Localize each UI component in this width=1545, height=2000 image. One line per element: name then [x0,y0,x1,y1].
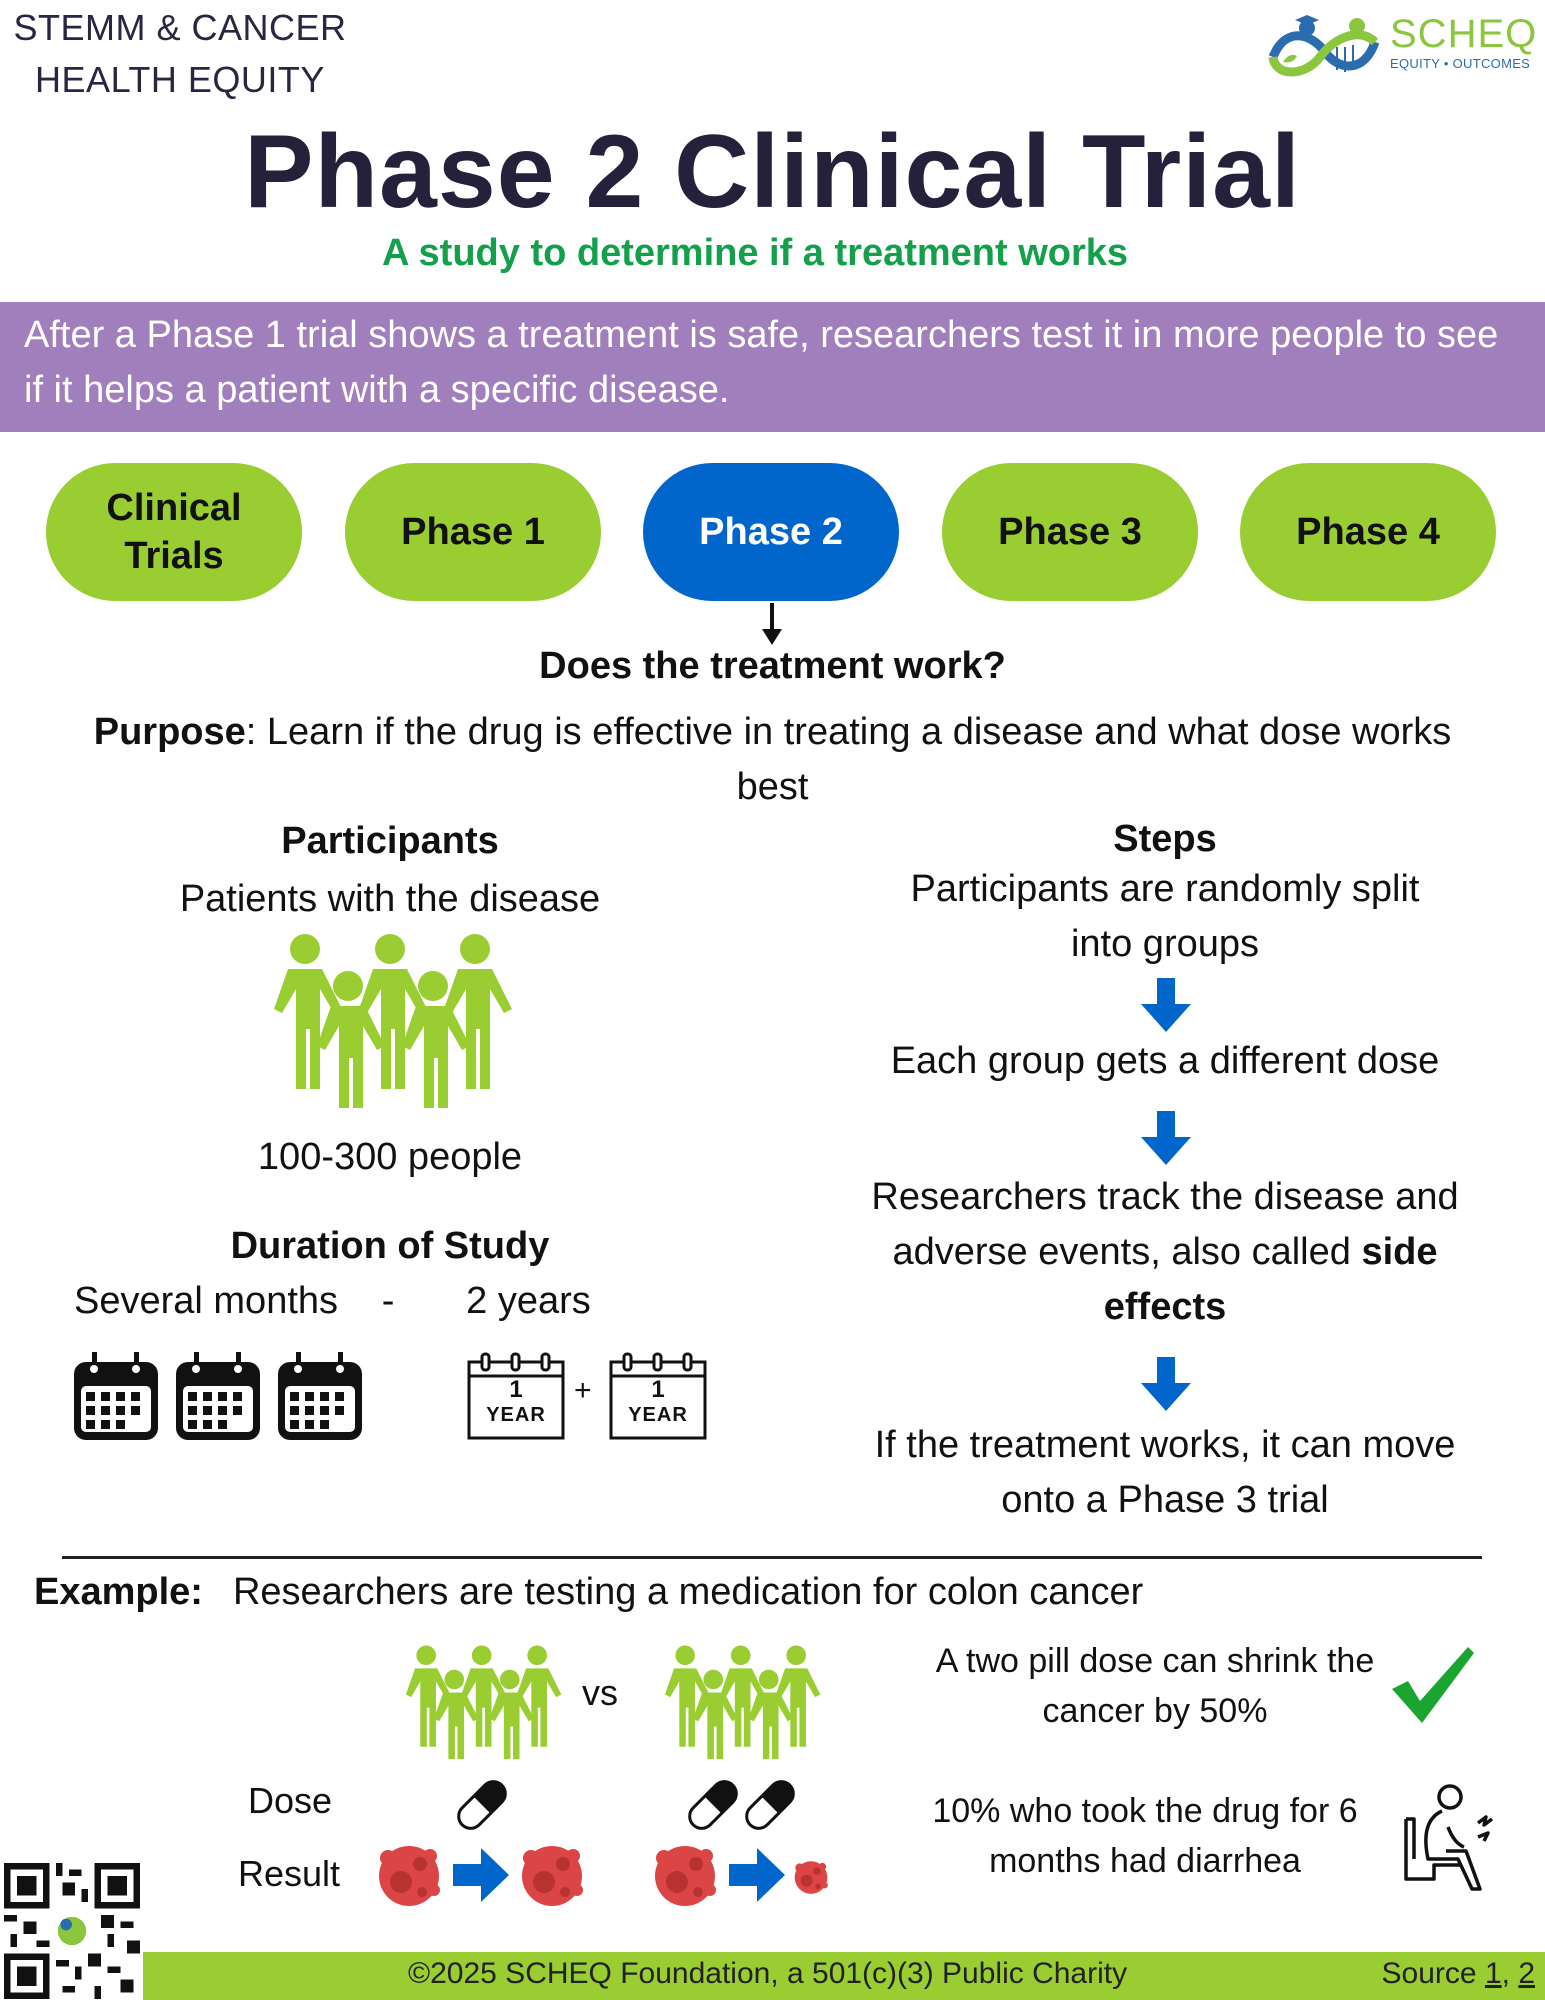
footer-copyright: ©2025 SCHEQ Foundation, a 501(c)(3) Publ… [408,1957,1128,1990]
intro-text: After a Phase 1 trial shows a treatment … [24,314,1499,411]
phase-pill-label: Phase 1 [401,511,545,553]
phase-pill-label: Clinical [106,487,242,529]
tumor-icon [655,1846,716,1906]
outcome-efficacy: A two pill dose can shrink the cancer by… [935,1642,1375,1730]
phase-pill-label-2: Trials [124,535,224,577]
year-badge-label: YEAR [486,1404,546,1426]
step-2: Each group gets a different dose [890,1040,1440,1082]
steps-heading: Steps [1113,818,1217,860]
key-question: Does the treatment work? [539,645,1006,687]
year-badge-number: 1 [651,1376,665,1403]
step-1: Participants are randomly split into gro… [910,868,1420,965]
duration-range: Several months - 2 years [74,1280,591,1323]
phase-pill-label: Phase 3 [998,511,1142,553]
result-arrow-icon [729,1848,785,1902]
group-2-people-icon [664,1645,821,1760]
example-label: Example: [34,1571,203,1613]
tumor-icon [379,1846,440,1906]
phase-pill-label: Phase 4 [1296,511,1440,553]
year-badge-label: YEAR [628,1404,688,1426]
duration-heading: Duration of Study [230,1225,550,1267]
phase-pill-label: Phase 2 [699,511,843,553]
scheq-logo: SCHEQ EQUITY • OUTCOMES [1265,12,1545,82]
org-name-line1: STEMM & CANCER [13,7,347,48]
source-link-1[interactable]: 1 [1484,1957,1502,1990]
step-3-text: Researchers track the disease and advers… [871,1176,1459,1273]
step-arrow-icon [1141,1357,1191,1411]
intro-banner: After a Phase 1 trial shows a treatment … [0,302,1545,432]
phase-pill-phase-2[interactable]: Phase 2 [643,463,899,601]
source-label: Source [1381,1957,1477,1990]
result-label: Result [238,1853,341,1894]
phase-pill-phase-1[interactable]: Phase 1 [345,463,601,601]
source-separator: , [1501,1957,1510,1990]
footer-sources: Source 1, 2 [1382,1957,1535,1991]
tumor-icon [522,1846,583,1906]
duration-separator: - [381,1280,395,1322]
pill-icon [745,1780,795,1830]
source-link-2[interactable]: 2 [1518,1957,1535,1990]
phase-pill-phase-3[interactable]: Phase 3 [942,463,1198,601]
example-statement: Example: Researchers are testing a medica… [34,1565,1143,1620]
calendar-icon [74,1352,158,1440]
page-title: Phase 2 Clinical Trial [244,114,1301,230]
calendar-icon [176,1352,260,1440]
footer-bar: ©2025 SCHEQ Foundation, a 501(c)(3) Publ… [143,1952,1545,2000]
calendar-icon [278,1352,362,1440]
purpose-text: : Learn if the drug is effective in trea… [245,711,1452,808]
down-arrow-icon [762,603,782,645]
result-arrow-icon [453,1848,509,1902]
one-year-calendar-icon: 1 YEAR [608,1352,708,1442]
page-subtitle: A study to determine if a treatment work… [381,232,1129,274]
participants-description: Patients with the disease [179,878,601,920]
example-text: Researchers are testing a medication for… [232,1571,1144,1613]
step-arrow-icon [1141,978,1191,1032]
pill-icon [688,1780,738,1830]
section-divider [62,1556,1482,1559]
group-1-people-icon [405,1645,562,1760]
small-tumor-icon [794,1861,828,1894]
phase-pill-phase-4[interactable]: Phase 4 [1240,463,1496,601]
participants-count: 100-300 people [257,1136,523,1178]
outcome-side-effect: 10% who took the drug for 6 months had d… [932,1792,1358,1880]
step-3-bold: side effects [1103,1231,1438,1328]
years-calendars: 1 YEAR + 1 YEAR [466,1352,716,1444]
participants-heading: Participants [281,820,499,862]
qr-code[interactable] [4,1863,140,1999]
step-arrow-icon [1141,1111,1191,1165]
toilet-person-icon [1404,1784,1494,1891]
purpose-label: Purpose [93,711,246,753]
dose-label: Dose [248,1780,333,1821]
pill-icon [457,1780,507,1830]
one-year-calendar-icon: 1 YEAR [466,1352,566,1442]
logo-name: SCHEQ [1390,12,1538,56]
logo-tagline: EQUITY • OUTCOMES [1390,56,1531,71]
plus-sign: + [574,1374,592,1407]
step-4: If the treatment works, it can move onto… [874,1424,1456,1521]
versus-label: vs [582,1672,618,1713]
months-calendars [72,1352,372,1444]
org-name: STEMM & CANCER HEALTH EQUITY [0,2,360,106]
duration-min: Several months [74,1280,339,1322]
people-group-icon [274,934,512,1108]
checkmark-icon [1392,1647,1474,1723]
year-badge-number: 1 [509,1376,523,1403]
scheq-logo-icon [1268,15,1380,77]
purpose-statement: Purpose: Learn if the drug is effective … [60,705,1485,815]
org-name-line2: HEALTH EQUITY [35,59,325,100]
duration-max: 2 years [466,1280,591,1322]
step-3: Researchers track the disease and advers… [850,1170,1480,1335]
